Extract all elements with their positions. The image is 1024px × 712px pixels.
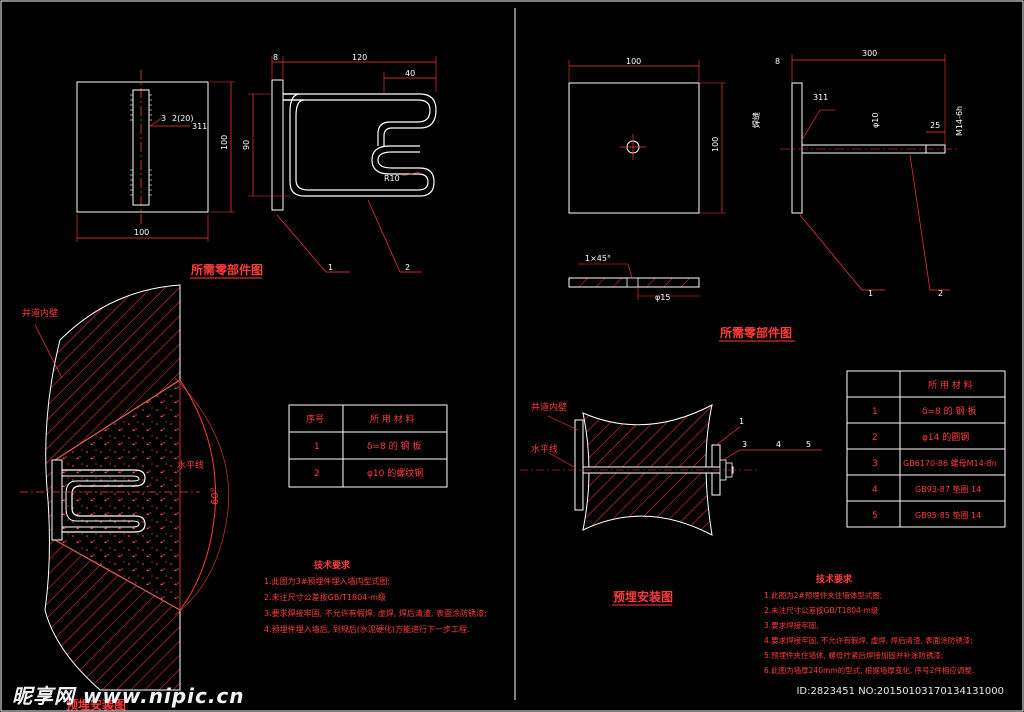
rod-weld-dim: 311 — [813, 93, 828, 102]
left-install-title: 预埋安装图 — [66, 697, 126, 712]
right-plate-view: 100 100 — [568, 57, 726, 214]
hook-length-dim: 120 — [352, 53, 367, 62]
rod-diameter-dim: φ10 — [871, 113, 880, 128]
rod-length-dim: 300 — [862, 49, 877, 58]
left-note-4: 4.预埋件埋入墙后, 到规后(水泥硬化)方能进行下一步工程. — [264, 624, 470, 634]
right-table-row1-material: δ=8 的 钢 板 — [922, 405, 976, 417]
right-table-row2-material: φ14 的圆钢 — [922, 431, 969, 443]
hole-dim: φ15 — [655, 293, 670, 302]
right-note-3: 3.要求焊接牢固, — [764, 620, 819, 630]
install-callout-3: 3 — [742, 440, 747, 449]
right-notes: 技术要求 1.此图为2#预埋件夹住墙体型式图; 2.未注尺寸公差按GB/T180… — [764, 573, 974, 675]
right-notes-title: 技术要求 — [816, 573, 853, 585]
watermark-id: ID:2823451 NO:20150103170134131000 — [796, 686, 1004, 697]
weld-symbol-b: 2(20) — [172, 114, 194, 123]
left-note-1: 1.此图为3#预埋件埋入墙内型式图; — [264, 576, 390, 586]
hook-tail-dim: 40 — [405, 69, 415, 78]
right-note-5: 5.预埋件夹住墙体, 螺母拧紧后焊接加固并补涂防锈漆; — [764, 650, 943, 660]
chamfer-dim: 1×45° — [585, 254, 611, 263]
right-callout-1: 1 — [868, 289, 873, 298]
left-table-header-material: 所 用 材 料 — [370, 413, 415, 425]
right-table-row3-no: 3 — [872, 459, 878, 469]
rod-weld-word: 焊缝 — [751, 112, 761, 128]
hook-radius-dim: R10 — [384, 174, 400, 183]
callout-1: 1 — [328, 263, 333, 272]
right-table-row5-no: 5 — [872, 511, 878, 521]
left-hook-view: 8 120 40 90 R10 1 2 — [242, 53, 437, 273]
right-table-row5-material: GB95-85 垫圈 14 — [915, 510, 981, 520]
left-table-row2-no: 2 — [314, 469, 320, 479]
callout-2: 2 — [405, 263, 410, 272]
plate-width-dim: 100 — [134, 228, 149, 237]
install-callout-4: 4 — [776, 440, 781, 449]
left-notes: 技术要求 1.此图为3#预埋件埋入墙内型式图; 2.未注尺寸公差按GB/T180… — [264, 559, 487, 634]
left-table-header-no: 序号 — [306, 413, 324, 425]
plate-height-dim: 100 — [220, 135, 229, 150]
right-install-title: 预埋安装图 — [613, 589, 673, 604]
weld-symbol-a: 3 — [161, 114, 166, 123]
right-note-4: 4.要求焊接牢固, 不允许有假焊, 虚焊, 焊后清渣, 表面涂防锈漆; — [764, 635, 973, 645]
left-table-row1-no: 1 — [314, 442, 320, 452]
right-material-table: 所 用 材 料 1 δ=8 的 钢 板 2 φ14 的圆钢 3 GB6170-8… — [846, 370, 1006, 528]
right-level-label: 水平线 — [531, 443, 558, 455]
right-install-section: 1 3 4 5 — [520, 404, 822, 536]
right-table-row1-no: 1 — [872, 407, 878, 417]
left-notes-title: 技术要求 — [314, 559, 351, 571]
right-table-row4-no: 4 — [872, 485, 878, 495]
install-callout-5: 5 — [806, 440, 811, 449]
right-table-header-material: 所 用 材 料 — [928, 379, 973, 391]
right-plate-width-dim: 100 — [626, 57, 641, 66]
hook-height-dim: 90 — [242, 140, 251, 150]
left-note-2: 2.未注尺寸公差按GB/T1804-m级 — [264, 592, 386, 602]
install-callout-1: 1 — [739, 417, 744, 426]
right-table-row3-material: GB6170-86 螺母M14-8n — [903, 458, 997, 468]
right-note-1: 1.此图为2#预埋件夹住墙体型式图; — [764, 590, 882, 600]
left-note-3: 3.要求焊接牢固, 不允许有假焊, 虚焊, 焊后清渣, 表面涂防锈漆; — [264, 608, 487, 618]
right-note-6: 6.此图为墙厚240mm的型式, 根据墙厚变化, 序号2件相应调整. — [764, 665, 974, 675]
left-install-section — [20, 284, 229, 691]
rod-thread-dim: 25 — [930, 121, 940, 130]
right-wall-label: 井道内壁 — [531, 401, 567, 413]
left-angle-label: 60° — [210, 487, 221, 505]
left-material-table: 序号 所 用 材 料 1 δ=8 的 钢 板 2 φ10 的螺纹钢 — [288, 404, 448, 488]
right-plate-height-dim: 100 — [711, 137, 720, 152]
right-callout-2: 2 — [938, 289, 943, 298]
right-note-2: 2.未注尺寸公差按GB/T1804-m级 — [764, 605, 879, 615]
left-wall-label: 井道内壁 — [22, 307, 58, 319]
right-plate-section: 1×45° φ15 — [568, 254, 700, 302]
right-table-row2-no: 2 — [872, 433, 878, 443]
left-table-row2-material: φ10 的螺纹钢 — [367, 467, 423, 479]
left-plate-view: 3 2(20) 311 100 100 — [76, 70, 235, 242]
left-part-title: 所需零部件图 — [191, 262, 263, 277]
right-rod-view: 300 8 25 φ10 M14-6h 311 焊缝 1 2 — [751, 49, 964, 298]
rod-thread-spec: M14-6h — [955, 106, 964, 136]
weld-symbol-c: 311 — [192, 122, 207, 131]
left-level-label: 水平线 — [177, 459, 204, 471]
watermark-brand: 昵享网 www.nipic.cn — [12, 684, 245, 708]
right-part-title: 所需零部件图 — [720, 325, 792, 340]
left-table-row1-material: δ=8 的 钢 板 — [367, 440, 421, 452]
hook-thickness-dim: 8 — [273, 53, 278, 62]
rod-thickness-dim: 8 — [775, 57, 780, 66]
right-table-row4-material: GB93-87 垫圈 14 — [915, 484, 981, 494]
